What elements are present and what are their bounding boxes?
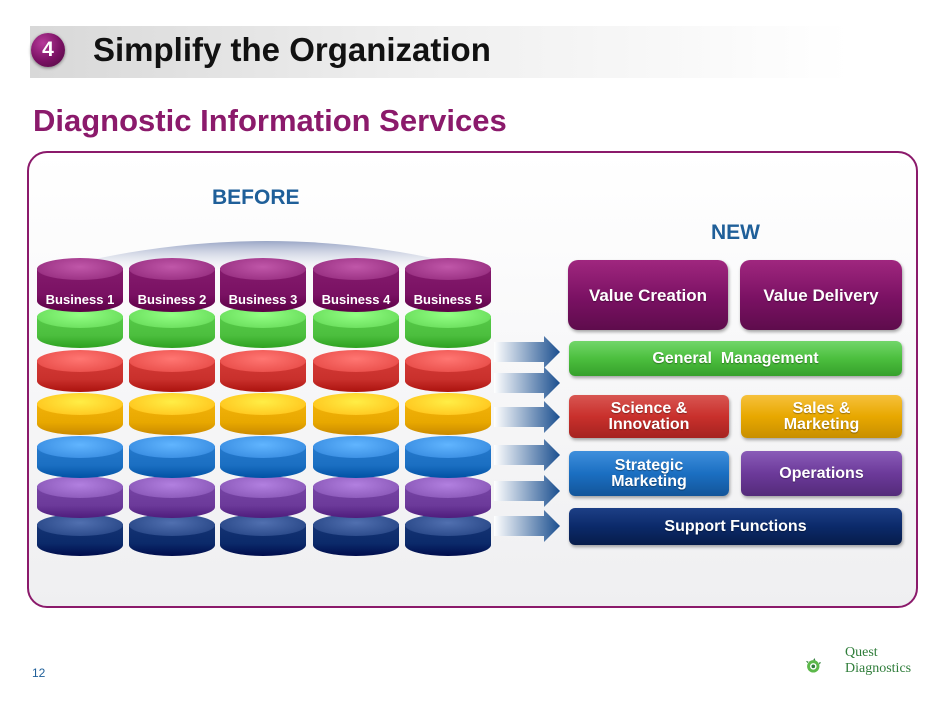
business-label: Business 2 <box>137 292 207 307</box>
cylinder-layer <box>37 306 123 348</box>
business-column: Business 4 <box>313 258 399 566</box>
arrow-4 <box>494 439 560 471</box>
cylinder-layer <box>313 436 399 478</box>
cylinder-layer <box>220 306 306 348</box>
cylinder-layer <box>37 258 123 312</box>
logo-line-1: Quest <box>845 645 878 660</box>
general-management-box: General Management <box>569 341 902 376</box>
cylinder-layer <box>405 258 491 312</box>
cylinder-layer <box>220 350 306 392</box>
cylinder-layer <box>37 350 123 392</box>
value-creation-box: Value Creation <box>568 260 728 330</box>
cylinder-layer <box>313 393 399 435</box>
logo-text: Quest Diagnostics <box>845 645 911 677</box>
cylinder-layer <box>37 476 123 518</box>
science-innovation-box: Science & Innovation <box>569 395 729 438</box>
step-badge: 4 <box>31 33 65 67</box>
cylinder-layer <box>37 436 123 478</box>
cylinder-layer <box>129 476 215 518</box>
cylinder-layer <box>129 393 215 435</box>
cylinder-layer <box>129 350 215 392</box>
cylinder-layer <box>220 476 306 518</box>
cylinder-layer <box>37 514 123 556</box>
cylinder-layer <box>220 393 306 435</box>
cylinder-layer <box>405 393 491 435</box>
cylinder-layer <box>313 350 399 392</box>
cylinder-layer <box>220 436 306 478</box>
cylinder-layer <box>313 258 399 312</box>
cylinder-layer <box>129 306 215 348</box>
cylinder-layer <box>313 476 399 518</box>
arrow-2 <box>494 367 560 399</box>
business-label: Business 4 <box>321 292 391 307</box>
value-delivery-box: Value Delivery <box>740 260 902 330</box>
business-column: Business 1 <box>37 258 123 566</box>
sales-marketing-box: Sales & Marketing <box>741 395 902 438</box>
business-column: Business 2 <box>129 258 215 566</box>
cylinder-layer <box>129 514 215 556</box>
logo-line-2: Diagnostics <box>845 661 912 676</box>
cylinder-layer <box>129 258 215 312</box>
cylinder-layer <box>129 436 215 478</box>
cylinder-layer <box>405 350 491 392</box>
cylinder-layer <box>405 514 491 556</box>
cylinder-layer <box>220 514 306 556</box>
arrow-6 <box>494 510 560 542</box>
page-number: 12 <box>32 666 46 680</box>
cylinder-layer <box>405 436 491 478</box>
page-title: Simplify the Organization <box>93 31 491 68</box>
new-label: NEW <box>711 221 760 244</box>
cylinder-layer <box>405 476 491 518</box>
cylinder-layer <box>37 393 123 435</box>
title-bar <box>30 26 850 78</box>
business-column: Business 3 <box>220 258 306 566</box>
arrow-5 <box>494 475 560 507</box>
business-label: Business 1 <box>45 292 115 307</box>
arrow-3 <box>494 401 560 433</box>
cylinder-layer <box>313 306 399 348</box>
operations-box: Operations <box>741 451 902 496</box>
quest-logo-icon <box>806 658 821 673</box>
arrow-1 <box>494 336 560 368</box>
before-label: BEFORE <box>212 186 300 209</box>
cylinder-layer <box>313 514 399 556</box>
cylinder-layer <box>405 306 491 348</box>
business-label: Business 3 <box>228 292 298 307</box>
business-column: Business 5 <box>405 258 491 566</box>
cylinder-layer <box>220 258 306 312</box>
strategic-marketing-box: Strategic Marketing <box>569 451 729 496</box>
page-subtitle: Diagnostic Information Services <box>33 103 507 138</box>
business-label: Business 5 <box>413 292 483 307</box>
support-functions-box: Support Functions <box>569 508 902 545</box>
